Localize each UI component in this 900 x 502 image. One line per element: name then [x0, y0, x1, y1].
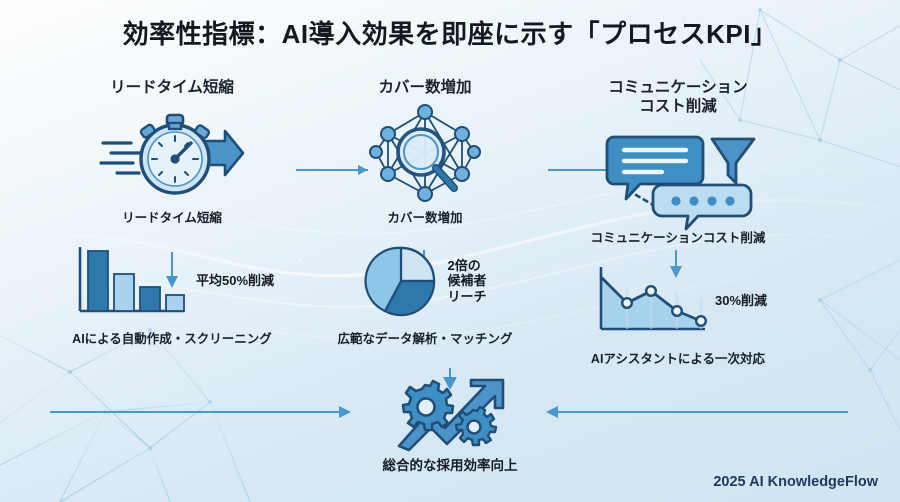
- column-communication: コミュニケーション コスト削減: [528, 78, 828, 367]
- line-chart-icon: [599, 266, 707, 331]
- forward-arrow: [203, 130, 245, 177]
- chat-funnel-icon: [605, 135, 756, 231]
- column-sub-label: カバー数増加: [387, 211, 463, 226]
- column-bottom-label: 広範なデータ解析・マッチング: [337, 332, 513, 347]
- column-bottom-label: AIによる自動作成・スクリーニング: [72, 332, 272, 347]
- pie-chart-icon: [364, 247, 436, 317]
- chart-note: 30%削減: [714, 292, 768, 308]
- column-coverage: カバー数増加 カバー数増加: [275, 78, 575, 347]
- column-sub-label: コミュニケーションコスト削減: [590, 230, 766, 245]
- goal-label: 総合的な採用効率向上: [382, 458, 518, 473]
- icon-slot: [22, 101, 322, 205]
- icon-slot: [528, 121, 828, 231]
- page-title-wrap: 効率性指標：AI導入効果を即座に示す「プロセスKPI」: [0, 14, 900, 51]
- network-magnifier-icon: [369, 104, 481, 203]
- stopwatch-speed-icon: [99, 114, 245, 196]
- chat-bubble-secondary: [651, 183, 753, 231]
- gear-small: [454, 405, 498, 447]
- data-point: [670, 304, 683, 317]
- pie-slice-1: [400, 247, 436, 283]
- bar-chart-icon: [78, 247, 185, 313]
- column-heading: カバー数増加: [378, 79, 472, 96]
- column-heading: コミュニケーション コスト削減: [608, 79, 748, 116]
- growth-arrow: [397, 378, 505, 452]
- chart-slot: 平均50%削減: [22, 240, 322, 322]
- chat-bubble-primary: [605, 135, 705, 201]
- gear-large: [401, 379, 455, 432]
- gears-growth-arrow-icon: [397, 378, 505, 452]
- pie-slice-3: [364, 247, 403, 313]
- icon-slot: [275, 101, 575, 205]
- funnel-icon: [710, 137, 756, 185]
- data-point: [620, 296, 633, 309]
- column-sub-label: リードタイム短縮: [122, 211, 222, 226]
- page-title: 効率性指標：AI導入効果を即座に示す「プロセスKPI」: [122, 19, 778, 49]
- bar-2: [113, 273, 135, 313]
- bar-3: [139, 286, 161, 313]
- bar-4: [165, 294, 185, 313]
- bar-1: [87, 250, 109, 313]
- chart-slot: 2倍の 候補者 リーチ: [275, 240, 575, 322]
- goal-block: 総合的な採用効率向上: [300, 378, 600, 474]
- data-point: [644, 284, 657, 297]
- chart-note: 平均50%削減: [195, 273, 275, 289]
- goal-icon-slot: [300, 378, 600, 452]
- data-point: [694, 314, 707, 327]
- chart-note: 2倍の 候補者 リーチ: [447, 257, 487, 305]
- chart-slot: 30%削減: [528, 260, 828, 342]
- footer-credit: 2025 AI KnowledgeFlow: [713, 474, 878, 490]
- column-bottom-label: AIアシスタントによる一次対応: [590, 351, 766, 366]
- column-heading: リードタイム短縮: [110, 79, 234, 96]
- column-lead-time: リードタイム短縮: [22, 78, 322, 347]
